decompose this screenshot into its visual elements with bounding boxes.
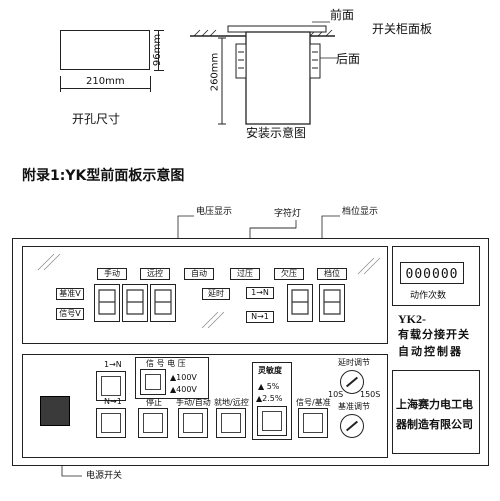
indicator-1-to-n: 1→N xyxy=(246,287,274,299)
indicator-under-voltage: 欠压 xyxy=(274,268,304,280)
stop-label: 停止 xyxy=(146,398,162,407)
indicator-signal-v: 信号V xyxy=(56,308,84,320)
panel-label: 开关柜面板 xyxy=(372,22,433,36)
pct25-label: ▲2.5% xyxy=(256,394,283,403)
install-diagram xyxy=(190,21,338,125)
callout-char-lamp: 字符灯 xyxy=(274,209,302,219)
front-label: 前面 xyxy=(330,8,355,22)
cutout-drawing xyxy=(60,30,150,70)
counter-value: 000000 xyxy=(405,267,459,282)
btn-1-to-n-label: 1→N xyxy=(104,360,122,369)
dim-tick xyxy=(60,76,61,92)
sensitivity-button[interactable] xyxy=(257,406,287,436)
indicator-n-to-1: N→1 xyxy=(246,311,274,323)
signal-voltage-button[interactable] xyxy=(140,369,166,395)
company-line1: 上海赛力电工电 xyxy=(396,398,473,411)
glass-hatch xyxy=(37,253,381,329)
indicator-remote: 远控 xyxy=(140,268,170,280)
dim-tick xyxy=(150,76,151,92)
one-to-n-button[interactable] xyxy=(96,371,126,401)
width-dim-label: 210mm xyxy=(86,76,125,87)
v400-label: ▲400V xyxy=(170,385,197,394)
local-remote-label: 就地/远控 xyxy=(214,398,249,407)
pct5-label: ▲ 5% xyxy=(258,382,280,391)
signal-base-button[interactable] xyxy=(298,408,328,438)
signal-voltage-label: 信 号 电 压 xyxy=(146,359,186,368)
install-caption: 安装示意图 xyxy=(246,126,307,140)
height-dim-line xyxy=(158,30,159,70)
callout-voltage-display: 电压显示 xyxy=(196,207,233,217)
indicator-manual: 手动 xyxy=(97,268,127,280)
btn-n-to-1-label: N→1 xyxy=(104,397,122,406)
counter-display: 000000 xyxy=(400,262,464,284)
indicator-delay: 延时 xyxy=(202,288,230,300)
company-line2: 器制造有限公司 xyxy=(396,418,473,431)
stop-button[interactable] xyxy=(138,408,168,438)
product-line2: 自动控制器 xyxy=(398,345,463,358)
delay-adjust-label: 延时调节 xyxy=(338,358,370,367)
manual-auto-label: 手动/自动 xyxy=(176,398,211,407)
product-line1: 有载分接开关 xyxy=(398,328,470,341)
voltage-digit xyxy=(94,284,120,322)
t150-label: 150S xyxy=(360,390,381,399)
indicator-auto: 自动 xyxy=(184,268,214,280)
appendix-title: 附录1:YK型前面板示意图 xyxy=(22,168,185,184)
callout-power-switch: 电源开关 xyxy=(86,471,123,481)
cutout-caption: 开孔尺寸 xyxy=(72,112,121,126)
sensitivity-label: 灵敏度 xyxy=(258,366,282,375)
t10-label: 10S xyxy=(328,390,344,399)
v100-label: ▲100V xyxy=(170,373,197,382)
back-label: 后面 xyxy=(336,52,361,66)
model-label: YK2- xyxy=(398,312,426,326)
dim-tick xyxy=(154,70,164,71)
manual-auto-button[interactable] xyxy=(178,408,208,438)
company-box xyxy=(392,370,480,454)
width-dim-line xyxy=(60,88,150,89)
base-adjust-knob[interactable] xyxy=(340,414,364,438)
counter-label: 动作次数 xyxy=(410,291,447,301)
signal-base-label: 信号/基准 xyxy=(296,398,331,407)
dim-tick xyxy=(154,30,164,31)
knob-pointer xyxy=(345,376,359,388)
callout-gear-display: 档位显示 xyxy=(342,207,379,217)
base-adjust-label: 基准调节 xyxy=(338,402,370,411)
n-to-one-button[interactable] xyxy=(96,408,126,438)
knob-pointer xyxy=(345,420,359,432)
delay-adjust-knob[interactable] xyxy=(340,370,364,394)
indicator-over-voltage: 过压 xyxy=(230,268,260,280)
power-switch[interactable] xyxy=(40,396,70,426)
local-remote-button[interactable] xyxy=(216,408,246,438)
indicator-gear: 档位 xyxy=(317,268,347,280)
indicator-base-v: 基准V xyxy=(56,288,84,300)
